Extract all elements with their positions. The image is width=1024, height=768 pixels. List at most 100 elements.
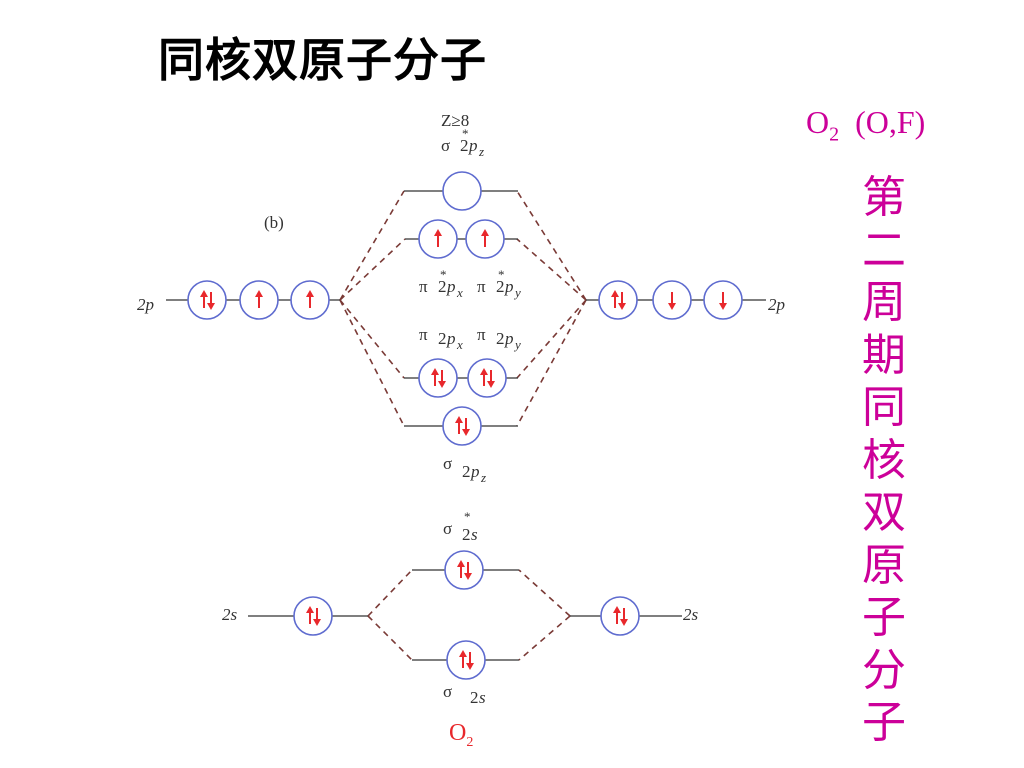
arrow-down-head [719, 303, 727, 310]
svg-text:2: 2 [496, 329, 505, 348]
dash-right-2s-to-sigma-star [518, 569, 571, 617]
correlation-lines [339, 190, 587, 661]
dash-left-2p-to-pi [339, 299, 405, 379]
svg-text:σ: σ [443, 454, 452, 473]
svg-text:π: π [477, 277, 486, 296]
page-title: 同核双原子分子 [158, 33, 487, 87]
arrow-up-head [434, 229, 442, 236]
arrow-up-head [455, 416, 463, 423]
level-left-2p-orbital-2 [239, 280, 279, 320]
arrow-up-head [200, 290, 208, 297]
arrow-down-head [438, 381, 446, 388]
arrow-down-head [620, 619, 628, 626]
atomic-label-left-2s: 2s [222, 605, 238, 624]
arrow-up-head [431, 368, 439, 375]
level-pi-star-2p-orbital-2 [465, 219, 505, 259]
atomic-label-right-2s: 2s [683, 605, 699, 624]
arrow-down-head [487, 381, 495, 388]
orbital-circle [598, 280, 638, 320]
dash-left-2s-to-sigma [367, 615, 413, 661]
arrow-up-head [306, 290, 314, 297]
level-pi-2p-orbital-1 [418, 358, 458, 398]
orbital-circle [418, 358, 458, 398]
svg-text:y: y [513, 285, 521, 300]
orbital-circle [467, 358, 507, 398]
svg-text:2: 2 [470, 688, 479, 707]
svg-text:2: 2 [438, 277, 447, 296]
label-sigma-2s: σ 2 s [443, 682, 486, 707]
svg-text:p: p [470, 462, 480, 481]
dash-right-2s-to-sigma [518, 615, 571, 661]
svg-text:π: π [419, 277, 428, 296]
svg-text:x: x [456, 285, 463, 300]
svg-text:2: 2 [438, 329, 447, 348]
vertical-caption: 第 二 周 期 同 核 双 原 子 分 子 [862, 172, 906, 748]
atomic-label-right-2p: 2p [768, 295, 785, 314]
arrow-up-head [611, 290, 619, 297]
label-sigma-star-2s: σ * 2 s [443, 509, 478, 544]
orbital-circle [600, 596, 640, 636]
arrow-down-head [207, 303, 215, 310]
svg-text:p: p [504, 329, 514, 348]
dash-right-2p-to-sigma-star [516, 190, 587, 301]
svg-text:2: 2 [460, 136, 469, 155]
svg-text:2: 2 [462, 525, 471, 544]
svg-text:2: 2 [496, 277, 505, 296]
level-sigma-2s-orbital-1 [446, 640, 486, 680]
molecule-label: O2 (O,F) [806, 104, 926, 146]
dash-right-2p-to-sigma [516, 299, 587, 427]
svg-text:*: * [462, 126, 469, 141]
orbital-circle [446, 640, 486, 680]
dash-left-2p-to-pi-star [339, 238, 406, 301]
svg-text:p: p [504, 277, 514, 296]
svg-text:z: z [480, 470, 486, 485]
molecule-note: (O,F) [855, 104, 926, 140]
svg-text:y: y [513, 337, 521, 352]
arrow-up-head [306, 606, 314, 613]
label-pi-star-2px: π * 2 p x [419, 267, 463, 300]
svg-text:p: p [446, 277, 456, 296]
svg-text:*: * [498, 267, 505, 282]
level-right-2p-orbital-3 [703, 280, 743, 320]
dash-left-2p-to-sigma [339, 299, 405, 427]
z-condition: Z≥8 [441, 111, 469, 130]
orbital-circle [444, 550, 484, 590]
svg-text:z: z [478, 144, 484, 159]
arrow-up-head [613, 606, 621, 613]
svg-text:p: p [446, 329, 456, 348]
orbital-circle [293, 596, 333, 636]
arrow-down-head [466, 663, 474, 670]
svg-text:*: * [440, 267, 447, 282]
orbital-circle [442, 406, 482, 446]
orbital-circle [442, 171, 482, 211]
label-pi-star-2py: π * 2 p y [477, 267, 521, 300]
energy-levels [166, 171, 766, 680]
level-right-2s-orbital-1 [600, 596, 640, 636]
level-left-2p-orbital-3 [290, 280, 330, 320]
atomic-label-left-2p: 2p [137, 295, 154, 314]
level-left-2s-orbital-1 [293, 596, 333, 636]
level-pi-star-2p-orbital-1 [418, 219, 458, 259]
svg-text:σ: σ [443, 682, 452, 701]
arrow-down-head [668, 303, 676, 310]
arrow-up-head [480, 368, 488, 375]
dash-left-2s-to-sigma-star [367, 569, 413, 617]
arrow-up-head [459, 650, 467, 657]
panel-tag: (b) [264, 213, 284, 232]
svg-text:p: p [468, 136, 478, 155]
svg-text:π: π [419, 325, 428, 344]
arrow-up-head [457, 560, 465, 567]
svg-text:σ: σ [441, 136, 450, 155]
level-sigma-star-2pz-orbital-1 [442, 171, 482, 211]
arrow-up-head [481, 229, 489, 236]
level-sigma-2pz-orbital-1 [442, 406, 482, 446]
level-pi-2p-orbital-2 [467, 358, 507, 398]
svg-text:*: * [464, 509, 471, 524]
level-sigma-star-2s-orbital-1 [444, 550, 484, 590]
molecule-caption: O2 [449, 720, 474, 750]
level-right-2p-orbital-1 [598, 280, 638, 320]
label-sigma-star-2pz: σ * 2 p z [441, 126, 484, 159]
label-pi-2py: π 2 p y [477, 325, 521, 352]
label-sigma-2pz: σ 2 p z [443, 454, 486, 485]
